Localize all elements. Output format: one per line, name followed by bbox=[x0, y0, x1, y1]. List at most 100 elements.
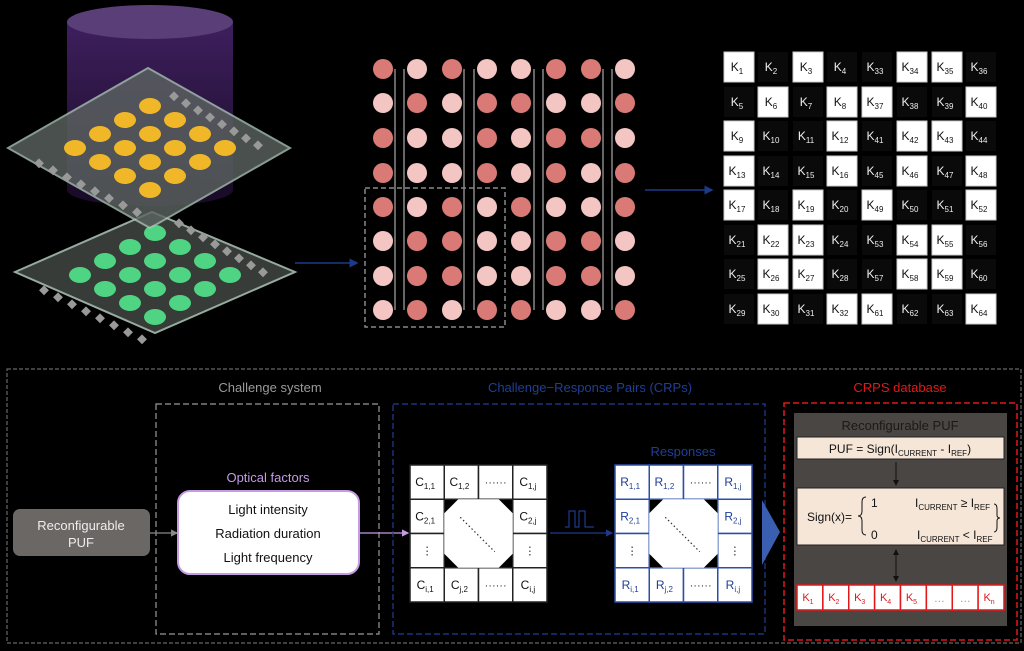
svg-text:K52: K52 bbox=[971, 198, 988, 214]
key-cell: K37 bbox=[861, 86, 893, 118]
svg-text:K13: K13 bbox=[729, 164, 746, 180]
pixel-dot bbox=[407, 266, 427, 286]
key-cell: K30 bbox=[757, 293, 789, 325]
svg-text:K15: K15 bbox=[798, 164, 815, 180]
yellow-led bbox=[139, 154, 161, 170]
svg-text:Ci,j: Ci,j bbox=[521, 578, 536, 594]
svg-text:K60: K60 bbox=[971, 267, 988, 283]
svg-text:C1,1: C1,1 bbox=[415, 475, 435, 491]
key-cell: K64 bbox=[965, 293, 997, 325]
key-cell: K29 bbox=[724, 294, 754, 324]
contact-pad bbox=[39, 285, 49, 296]
key-cell: K62 bbox=[897, 294, 927, 324]
key-cell: K8 bbox=[826, 86, 858, 118]
svg-text:K54: K54 bbox=[902, 233, 919, 249]
database-inner-title: Reconfigurable PUF bbox=[841, 418, 958, 433]
challenge-cell: ⋮ bbox=[409, 532, 445, 569]
contact-pad bbox=[132, 207, 142, 218]
key-cell: K52 bbox=[965, 189, 997, 221]
svg-text:K30: K30 bbox=[763, 302, 780, 318]
svg-text:K56: K56 bbox=[971, 233, 988, 249]
contact-pad bbox=[62, 172, 72, 183]
green-led bbox=[119, 295, 141, 311]
key-cell: K25 bbox=[724, 259, 754, 289]
pixel-dot bbox=[442, 266, 462, 286]
svg-text:K29: K29 bbox=[729, 302, 746, 318]
pixel-dot bbox=[581, 163, 601, 183]
response-cell: R2,j bbox=[717, 498, 753, 535]
matrix-center-octagon bbox=[444, 499, 513, 568]
svg-text:PUF: PUF bbox=[68, 535, 94, 550]
pixel-dot bbox=[511, 163, 531, 183]
svg-text:K4: K4 bbox=[880, 592, 891, 606]
pixel-dot bbox=[477, 300, 497, 320]
key-cell: K48 bbox=[965, 155, 997, 187]
svg-text:R1,j: R1,j bbox=[724, 475, 741, 491]
pixel-dot bbox=[546, 128, 566, 148]
pixel-dot bbox=[373, 93, 393, 113]
contact-pad bbox=[137, 334, 147, 345]
svg-text:K25: K25 bbox=[729, 267, 746, 283]
response-cell: ······ bbox=[682, 567, 719, 603]
svg-text:K1: K1 bbox=[731, 60, 744, 76]
green-led bbox=[144, 253, 166, 269]
response-cell: R2,1 bbox=[614, 498, 650, 535]
key-cell: K1 bbox=[723, 51, 755, 83]
yellow-led bbox=[139, 182, 161, 198]
pixel-dot bbox=[477, 163, 497, 183]
challenge-system-frame bbox=[155, 403, 380, 635]
key-cell: K54 bbox=[896, 224, 928, 256]
key-cell: K55 bbox=[931, 224, 963, 256]
optical-factors-box: Light intensity Radiation duration Light… bbox=[177, 490, 360, 575]
arrow-to-database-icon bbox=[762, 500, 780, 565]
pixel-dot bbox=[511, 300, 531, 320]
contact-pad bbox=[210, 239, 220, 250]
contact-pad bbox=[104, 193, 114, 204]
svg-text:······: ······ bbox=[690, 580, 712, 592]
challenge-cell: ······ bbox=[477, 567, 514, 603]
svg-text:K20: K20 bbox=[832, 198, 849, 214]
yellow-led bbox=[189, 154, 211, 170]
pixel-dot bbox=[442, 128, 462, 148]
challenge-cell: Cj,2 bbox=[443, 567, 480, 603]
green-led bbox=[119, 267, 141, 283]
key-cell: K45 bbox=[862, 156, 892, 186]
key-cell: K20 bbox=[827, 190, 857, 220]
key-cell: K63 bbox=[932, 294, 962, 324]
svg-text:K5: K5 bbox=[906, 592, 917, 606]
challenge-system-label: Challenge system bbox=[218, 380, 321, 395]
pixel-dot bbox=[407, 163, 427, 183]
contact-pad bbox=[205, 112, 215, 123]
svg-text:K11: K11 bbox=[798, 129, 815, 145]
svg-text:K40: K40 bbox=[971, 95, 988, 111]
optical-factor-item: Light intensity bbox=[228, 502, 308, 517]
svg-text:R2,j: R2,j bbox=[724, 509, 741, 525]
puf-formula-box: PUF = Sign(ICURRENT - IREF) bbox=[796, 436, 1005, 460]
diagonal-ellipsis bbox=[664, 516, 701, 553]
key-cell: K14 bbox=[758, 156, 788, 186]
svg-text:K1: K1 bbox=[802, 592, 813, 606]
challenge-cell: Ci,1 bbox=[409, 567, 445, 603]
svg-text:C1,2: C1,2 bbox=[449, 475, 469, 491]
pixel-dot bbox=[511, 93, 531, 113]
pixel-dot bbox=[407, 231, 427, 251]
svg-text:K12: K12 bbox=[832, 129, 849, 145]
pixel-dot bbox=[581, 266, 601, 286]
key-cell: K36 bbox=[966, 52, 996, 82]
svg-text:PUF = Sign(ICURRENT - IREF): PUF = Sign(ICURRENT - IREF) bbox=[829, 442, 971, 458]
contact-pad bbox=[169, 91, 179, 102]
key-cell: K17 bbox=[723, 189, 755, 221]
pixel-dot bbox=[511, 197, 531, 217]
svg-text:Ri,1: Ri,1 bbox=[622, 578, 640, 594]
database-key-cell: Kn bbox=[977, 584, 1005, 611]
contact-pad bbox=[109, 320, 119, 331]
pixel-dot bbox=[581, 128, 601, 148]
pixel-dot bbox=[615, 163, 635, 183]
contact-pad bbox=[95, 313, 105, 324]
svg-text:K24: K24 bbox=[832, 233, 849, 249]
svg-text:K31: K31 bbox=[798, 302, 815, 318]
yellow-led bbox=[114, 168, 136, 184]
pixel-dot bbox=[373, 128, 393, 148]
key-cell: K38 bbox=[897, 87, 927, 117]
